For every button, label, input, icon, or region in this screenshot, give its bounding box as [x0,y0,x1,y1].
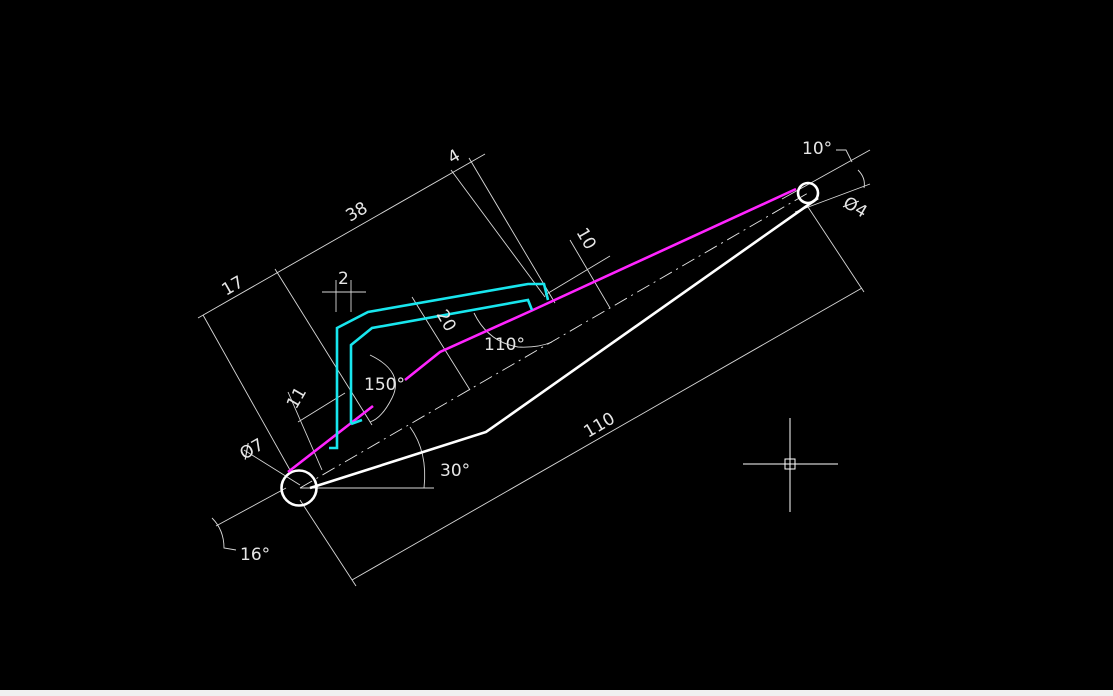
ext-line-110-left [299,499,357,587]
ext-line-20 [411,296,471,391]
cyan-inner-edge [349,298,534,424]
cyan-inner-foot [350,418,363,426]
center-line [299,192,809,489]
dimension-lines [197,149,871,587]
arc-10deg [836,149,853,163]
angle-150-label: 150° [364,375,405,395]
cyan-outer-edge [329,282,550,450]
dim-20-label: 20 [432,307,460,336]
cyan-strip [329,282,550,450]
dia-4-label: Ø4 [840,193,871,222]
arc-30deg [409,426,426,489]
pivot-hole-dia7 [280,469,318,507]
dim-2-label: 2 [338,269,349,289]
magenta-path [287,187,797,474]
dim-17-label: 17 [219,272,248,300]
ext-line-4 [468,157,556,304]
angle-30-label: 30° [440,461,470,481]
arc-16deg [211,517,237,551]
status-bar [0,690,1113,696]
ext-line-10deg-b [794,183,871,213]
angle-16-label: 16° [240,545,270,565]
dim-110-label: 110 [581,409,619,443]
ext-line-10deg-a [781,149,871,200]
lever-outline [280,181,820,507]
arc-dia4 [857,169,865,189]
ext-line-17-38 [274,268,373,426]
arc-150deg [369,354,396,423]
ext-line-110-right [807,206,865,293]
crosshair-cursor-icon [743,418,838,512]
lever-lower-edge [309,196,819,490]
ext-line-38-4 [450,169,546,298]
ext-line-10 [569,239,611,309]
end-hole-dia4 [796,181,820,205]
ext-line-16deg [215,487,287,527]
ext-line-left [202,314,291,471]
dim-11-label: 11 [283,384,311,413]
angle-10-label: 10° [802,139,832,159]
dim-38-label: 38 [343,198,372,226]
ext-line-11 [287,391,323,471]
dim-line-10 [544,255,611,296]
dim-10-label: 10 [572,225,600,254]
magenta-lower-segment [287,404,374,474]
dim-line-110 [351,287,863,581]
magenta-upper-segment [404,187,797,382]
dimension-texts: 17 38 4 2 20 10 11 110 Ø7 Ø4 150° 110° 3… [219,139,871,565]
dim-line-17-38-4 [197,153,486,319]
dia-7-label: Ø7 [237,435,268,464]
leader-dia7 [243,449,301,486]
arc-110deg [473,312,553,348]
angle-110-label: 110° [484,335,525,355]
dim-4-label: 4 [445,146,464,169]
